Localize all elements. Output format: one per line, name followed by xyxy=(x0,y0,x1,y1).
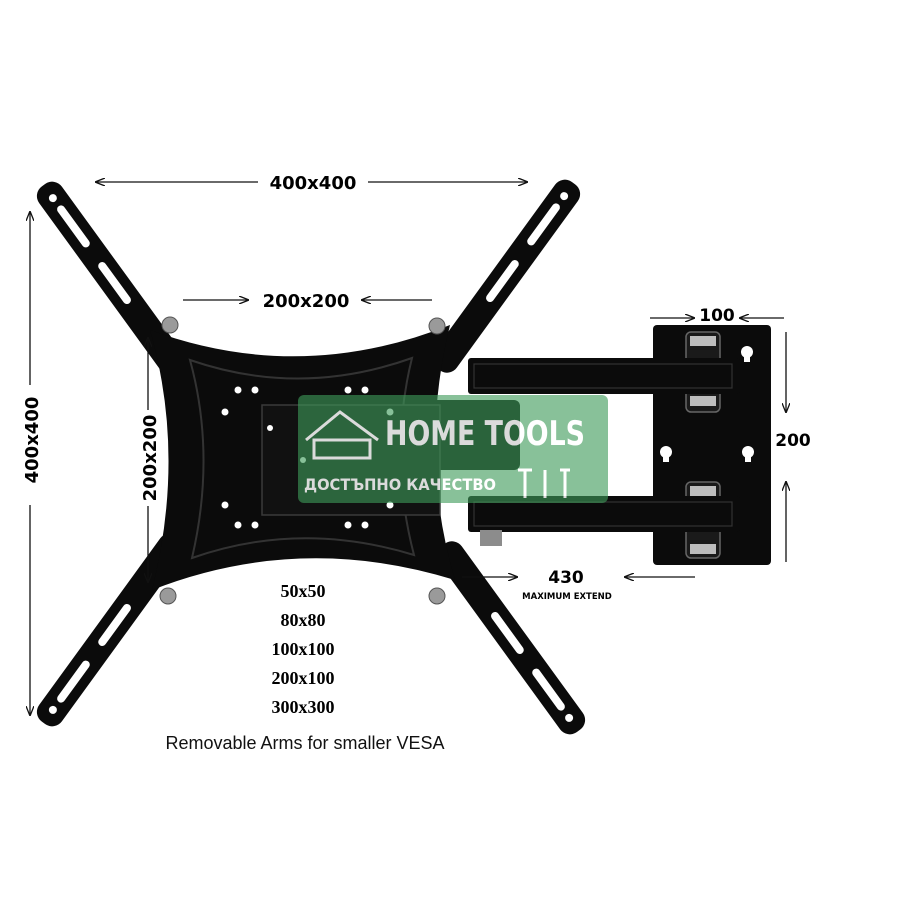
label-extend-caption: MAXIMUM EXTEND xyxy=(522,592,612,602)
vesa-size-item: 300x300 xyxy=(272,697,335,717)
vesa-size-list: 50x50 80x80 100x100 200x100 300x300 xyxy=(272,581,335,717)
watermark-brand: HOME TOOLS xyxy=(385,414,585,454)
vesa-size-item: 100x100 xyxy=(272,639,335,659)
label-extend-value: 430 xyxy=(548,568,584,588)
label-inner-height: 200x200 xyxy=(140,415,161,502)
label-wall-plate-height: 200 xyxy=(775,431,811,451)
vesa-arms xyxy=(36,179,586,735)
vesa-size-item: 50x50 xyxy=(281,581,326,601)
label-wall-plate-width: 100 xyxy=(699,306,735,326)
label-left-height: 400x400 xyxy=(22,397,43,484)
tools-icon xyxy=(518,468,570,498)
label-inner-width: 200x200 xyxy=(263,291,350,312)
watermark: HOME TOOLS ДОСТЪПНО КАЧЕСТВО xyxy=(298,395,608,503)
label-top-width: 400x400 xyxy=(270,173,357,194)
watermark-tagline: ДОСТЪПНО КАЧЕСТВО xyxy=(304,475,496,494)
house-icon xyxy=(305,410,379,460)
vesa-size-item: 80x80 xyxy=(281,610,326,630)
dimension-lines xyxy=(30,182,786,715)
caption: Removable Arms for smaller VESA xyxy=(165,733,444,753)
vesa-size-item: 200x100 xyxy=(272,668,335,688)
